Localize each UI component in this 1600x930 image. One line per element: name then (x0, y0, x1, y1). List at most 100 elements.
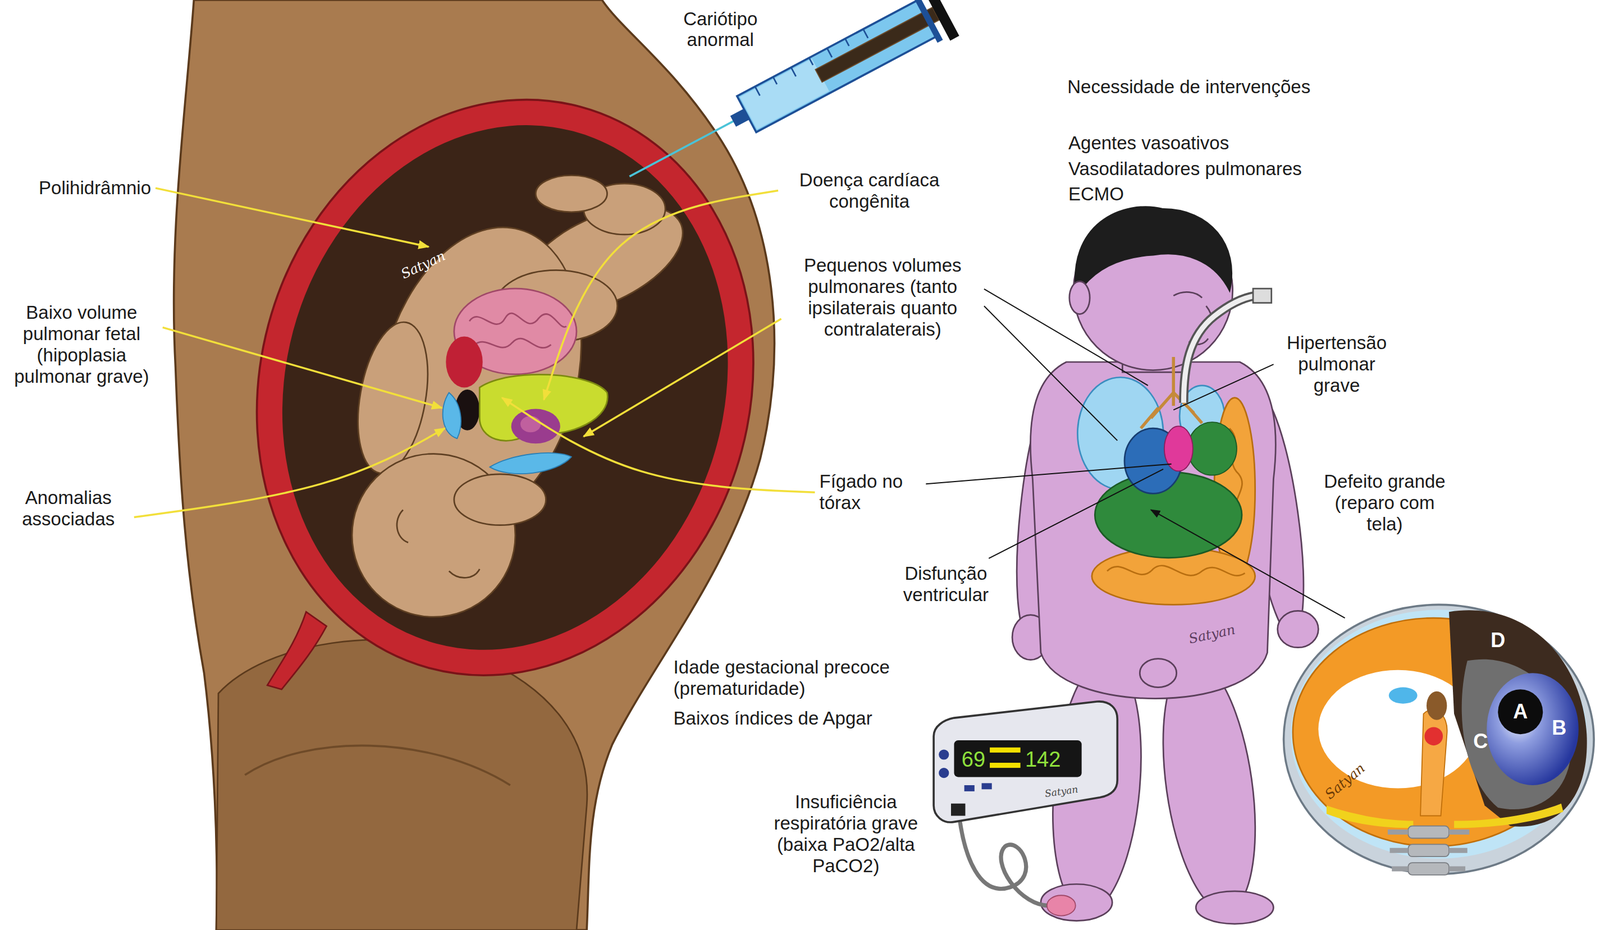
leader-line (1150, 509, 1345, 619)
annotation-label: Disfunção ventricular (884, 563, 1008, 606)
pulse-oximeter (989, 762, 1021, 768)
uterus (193, 43, 817, 732)
diaphragm-inset (1290, 609, 1587, 859)
fetus (396, 509, 409, 543)
annotation-label: Polihidrâmnio (38, 177, 152, 199)
pulse-oximeter (1047, 895, 1076, 916)
newborn-figure (1007, 207, 1319, 925)
section-heading: Necessidade de intervenções (1067, 76, 1311, 98)
pulse-oximeter (964, 785, 975, 792)
fetus (454, 474, 547, 526)
annotation-label: Insuficiência respiratória grave (baixa … (759, 791, 933, 877)
leader-line (501, 398, 815, 493)
watermark: Satyan (399, 248, 448, 282)
diaphragm-inset (1426, 691, 1447, 721)
newborn-organs (1187, 422, 1237, 475)
annotation-label: Doença cardíaca congênita (782, 169, 957, 213)
diaphragm-inset (1408, 844, 1449, 857)
diaphragm-inset (1283, 604, 1595, 875)
diaphragm-inset (1408, 862, 1449, 876)
syringe (815, 7, 940, 82)
leader-line (544, 190, 779, 401)
uterus (224, 74, 786, 701)
diaphragm-inset (1326, 805, 1414, 829)
leader-line (984, 289, 1149, 386)
intervention-item: ECMO (1068, 183, 1124, 205)
annotation-label: Idade gestacional precoce (prematuridade… (673, 656, 929, 700)
fetal-organs (442, 392, 461, 440)
diaphragm-inset (1420, 710, 1448, 817)
newborn-figure (1195, 891, 1274, 925)
newborn-organs (1140, 357, 1202, 429)
diaphragm-inset (1424, 727, 1443, 746)
leader-line (155, 188, 429, 248)
newborn-organs (1253, 288, 1272, 303)
diaphragm-inset (1448, 610, 1588, 827)
monitor-reading: 142 (1025, 748, 1061, 772)
pulse-oximeter (951, 803, 966, 817)
newborn-figure (1040, 884, 1113, 921)
leader-line (134, 428, 446, 518)
leader-line (925, 464, 1172, 484)
pulse-oximeter (938, 768, 949, 779)
watermark: Satyan (1044, 784, 1079, 800)
watermark: Satyan (1322, 760, 1368, 803)
uterus (267, 611, 327, 690)
syringe (629, 120, 736, 177)
annotation-label: Cariótipo anormal (664, 8, 777, 52)
newborn-figure (1277, 610, 1319, 648)
diaphragm-inset (1387, 832, 1470, 870)
fetal-organs (469, 313, 567, 349)
uterus (193, 43, 817, 732)
fetus (535, 175, 607, 213)
diaphragm-inset (1388, 687, 1418, 704)
pulse-oximeter (989, 747, 1021, 753)
fetal-organs (520, 416, 541, 433)
fetal-organs (511, 409, 561, 445)
intervention-item: Vasodilatadores pulmonares (1068, 158, 1302, 180)
watermark: Satyan (1187, 622, 1237, 647)
leader-line (1173, 364, 1274, 410)
newborn-figure (1139, 659, 1177, 688)
pulse-oximeter (933, 701, 1118, 823)
annotation-label: Baixos índices de Apgar (673, 707, 873, 730)
mother-body (244, 745, 511, 786)
diaphragm-inset (1283, 604, 1595, 875)
pulse-oximeter (933, 701, 1118, 917)
leader-line (162, 327, 442, 408)
syringe (921, 0, 959, 41)
annotation-label: Hipertensão pulmonar grave (1278, 332, 1396, 397)
region-letter: D (1490, 629, 1506, 652)
monitor-reading: 69 (961, 748, 986, 772)
leader-line (984, 305, 1118, 441)
annotation-label: Baixo volume pulmonar fetal (hipoplasia … (5, 302, 159, 388)
newborn-organs (1183, 295, 1255, 404)
pulse-oximeter (938, 749, 949, 760)
annotation-label: Pequenos volumes pulmonares (tanto ipsil… (785, 254, 980, 341)
diaphragm-inset (1497, 689, 1543, 735)
leader-line (988, 469, 1164, 559)
annotation-label: Anomalias associadas (7, 487, 130, 530)
annotation-label: Fígado no tórax (819, 471, 922, 514)
pulse-oximeter (953, 740, 1082, 777)
region-letter: A (1512, 700, 1528, 724)
newborn-organs (1077, 288, 1272, 605)
newborn-figure (1069, 281, 1090, 314)
diaphragm-inset (1408, 826, 1449, 839)
region-letter: C (1473, 730, 1488, 753)
diaphragm-inset (1486, 673, 1579, 786)
leader-line (583, 318, 782, 437)
fetal-organs (442, 288, 608, 474)
annotation-label: Defeito grande (reparo com tela) (1320, 471, 1449, 536)
fetal-organs (489, 453, 571, 474)
region-letter: B (1551, 716, 1567, 740)
fetus (449, 569, 480, 579)
pulse-oximeter (981, 783, 992, 790)
diaphragm-inset (1454, 803, 1563, 829)
newborn-organs (1183, 295, 1255, 404)
fetal-organs (445, 336, 483, 388)
